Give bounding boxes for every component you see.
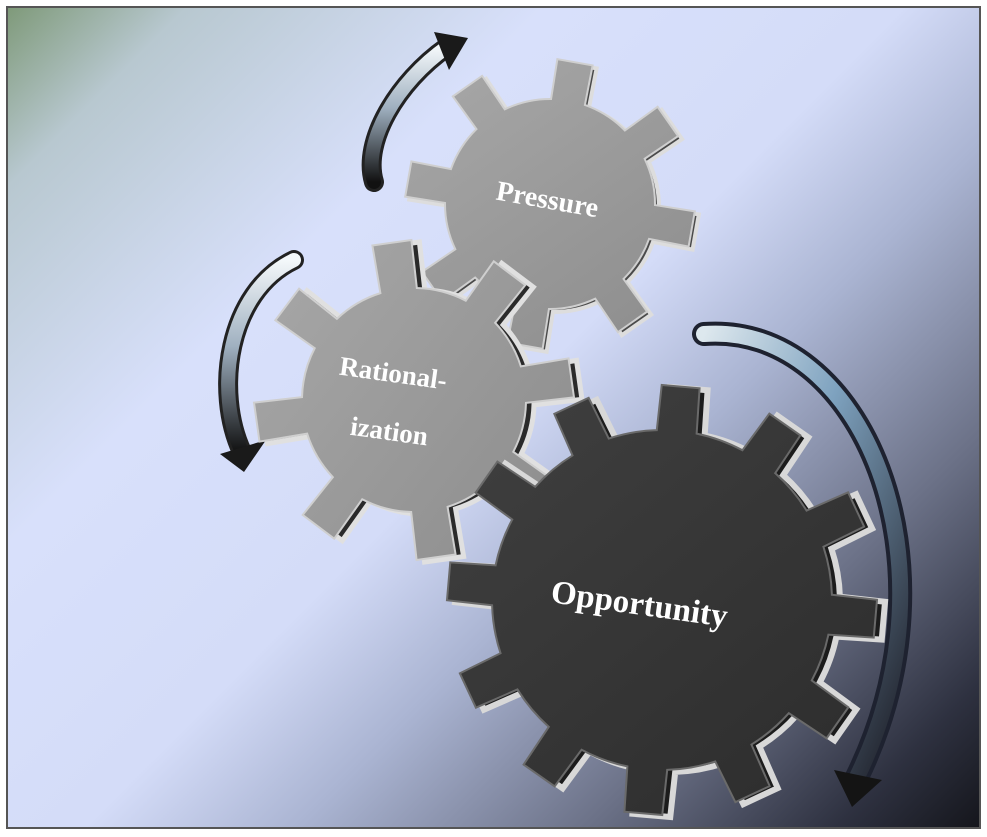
gear-opportunity: Opportunity xyxy=(445,383,889,821)
curved-arrow-opportunity xyxy=(692,321,913,807)
curved-arrow-rationalization xyxy=(218,250,304,472)
diagram-canvas: Pressure Rational- ization Opportunity xyxy=(6,6,981,829)
curved-arrow-pressure xyxy=(361,32,468,192)
gears-diagram: Pressure Rational- ization Opportunity xyxy=(218,32,913,821)
